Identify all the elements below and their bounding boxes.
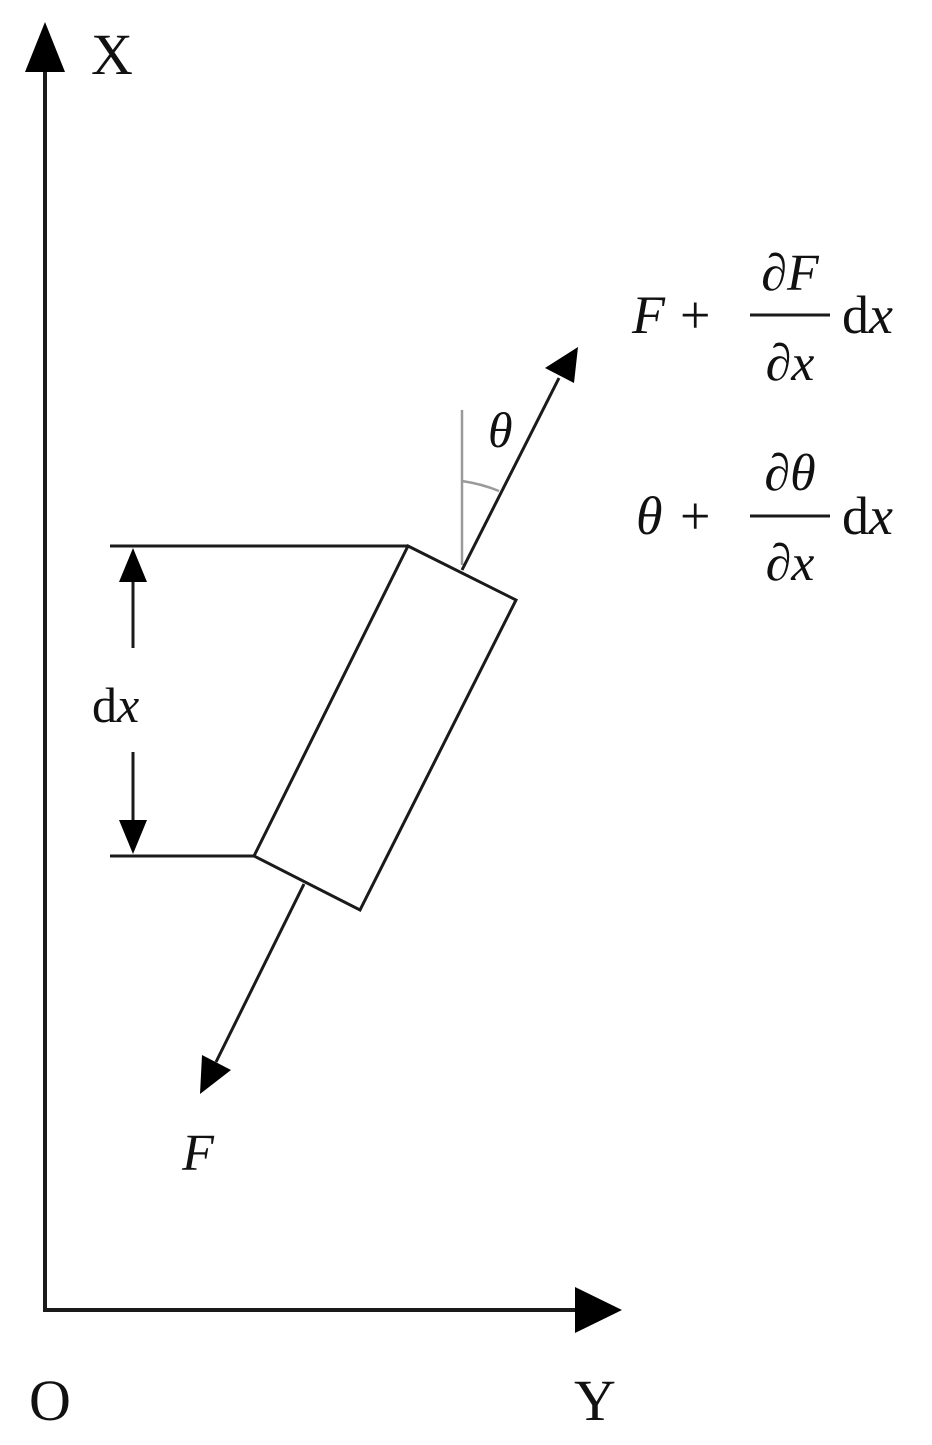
y-axis-label: Y (574, 1368, 616, 1433)
theta-label: θ (488, 402, 513, 458)
top-force-numerator: ∂F (761, 245, 820, 302)
top-angle-denominator: ∂x (766, 535, 815, 592)
top-force-line (460, 377, 561, 571)
dx-label: dx (92, 677, 139, 733)
dx-arrowhead-down (119, 820, 147, 854)
top-force-expression: F + ∂F ∂x dx (631, 245, 893, 392)
x-axis-label: X (91, 22, 133, 87)
top-angle-expression: θ + ∂θ ∂x dx (636, 445, 893, 592)
top-force-base: F (631, 285, 666, 345)
top-force-dx: dx (842, 285, 893, 345)
dx-arrowhead-up (119, 548, 147, 582)
differential-element (251, 543, 519, 913)
top-angle-numerator: ∂θ (764, 445, 815, 502)
origin-label: O (29, 1368, 71, 1433)
top-angle-base: θ (636, 486, 663, 546)
top-force-denominator: ∂x (766, 335, 815, 392)
bottom-force-line (214, 883, 306, 1063)
top-force-plus: + (680, 285, 710, 345)
top-angle-plus: + (680, 486, 710, 546)
top-angle-dx: dx (842, 486, 893, 546)
bottom-force-label: F (181, 1125, 215, 1182)
theta-arc (461, 479, 500, 493)
y-axis-arrowhead (575, 1287, 622, 1333)
top-force-arrowhead (545, 347, 578, 383)
x-axis-arrowhead (25, 22, 65, 72)
bottom-force-arrowhead (200, 1055, 231, 1094)
